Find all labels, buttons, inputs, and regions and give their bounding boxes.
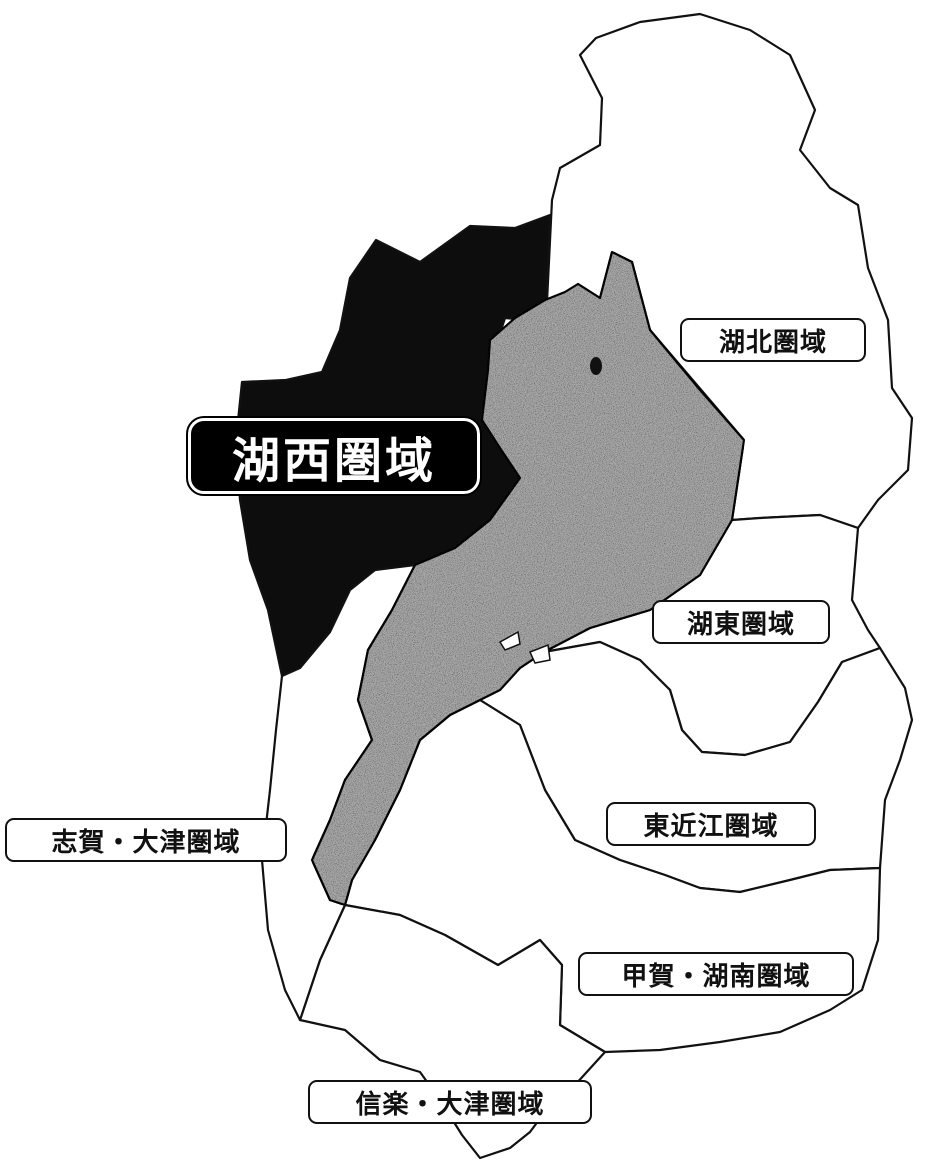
- island-marker: [498, 630, 521, 651]
- lake-biwa: [310, 250, 746, 907]
- label-higashiomi: 東近江圏域: [606, 802, 816, 846]
- label-shigaraki-otsu: 信楽・大津圏域: [308, 1080, 592, 1124]
- label-kosei: 湖西圏域: [186, 416, 482, 496]
- label-koka-konan: 甲賀・湖南圏域: [578, 952, 854, 996]
- label-kohoku: 湖北圏域: [680, 318, 866, 362]
- label-shiga-otsu: 志賀・大津圏域: [5, 818, 287, 862]
- island-marker: [590, 357, 602, 375]
- island-marker: [528, 643, 551, 664]
- label-koto: 湖東圏域: [652, 600, 830, 644]
